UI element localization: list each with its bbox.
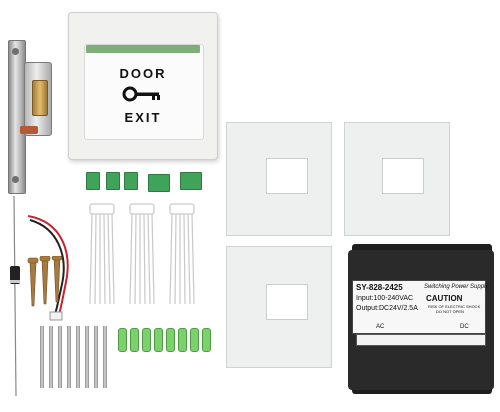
screw — [103, 326, 107, 388]
faceplate-screw — [12, 176, 19, 183]
terminal-block-double — [180, 172, 202, 190]
psu-type-label: Switching Power Supply — [424, 284, 489, 290]
cable-ties — [89, 203, 195, 305]
wall-anchor — [166, 328, 175, 352]
exit-button-label-exit: EXIT — [124, 110, 162, 125]
screw — [40, 326, 44, 388]
psu-ac-label: AC — [376, 324, 385, 330]
screw — [58, 326, 62, 388]
screw — [94, 326, 98, 388]
screw — [76, 326, 80, 388]
screw-set — [40, 326, 112, 392]
wall-anchor — [202, 328, 211, 352]
exit-button-face — [84, 44, 204, 140]
terminal-block — [86, 172, 100, 190]
psu-input: Input:100-240VAC — [356, 295, 414, 302]
key-icon — [122, 86, 160, 102]
wood-screws — [27, 256, 63, 307]
exit-button-indicator-strip — [86, 45, 200, 53]
psu-terminal-strip — [356, 334, 486, 346]
bracket-cutout — [382, 158, 424, 194]
electric-strike-tab — [20, 126, 38, 134]
terminal-block-double — [148, 174, 170, 192]
screw — [67, 326, 71, 388]
psu-dc-label: DC — [460, 324, 469, 330]
psu-output: Output:DC24V/2.5A — [356, 305, 418, 312]
bracket-cutout — [266, 284, 308, 320]
wall-anchor — [130, 328, 139, 352]
psu-caution-title: CAUTION — [426, 294, 463, 303]
wall-anchor-set — [118, 328, 214, 354]
bracket-cutout — [266, 158, 308, 194]
faceplate-screw — [12, 48, 19, 55]
electric-strike-latch — [32, 80, 48, 116]
wall-anchor — [118, 328, 127, 352]
wall-anchor — [190, 328, 199, 352]
terminal-block — [106, 172, 120, 190]
wire-pigtail — [27, 215, 69, 321]
psu-caution-line2: DO NOT OPEN — [436, 309, 464, 314]
psu-caution-line1: RISK OF ELECTRIC SHOCK — [428, 304, 481, 309]
wall-anchor — [142, 328, 151, 352]
power-supply-label — [352, 280, 486, 334]
diode — [10, 196, 20, 396]
terminal-block — [124, 172, 138, 190]
screw — [49, 326, 53, 388]
psu-model: SY-828-2425 — [356, 283, 403, 292]
exit-button-label-door: DOOR — [119, 66, 167, 81]
wall-anchor — [178, 328, 187, 352]
screw — [85, 326, 89, 388]
wall-anchor — [154, 328, 163, 352]
